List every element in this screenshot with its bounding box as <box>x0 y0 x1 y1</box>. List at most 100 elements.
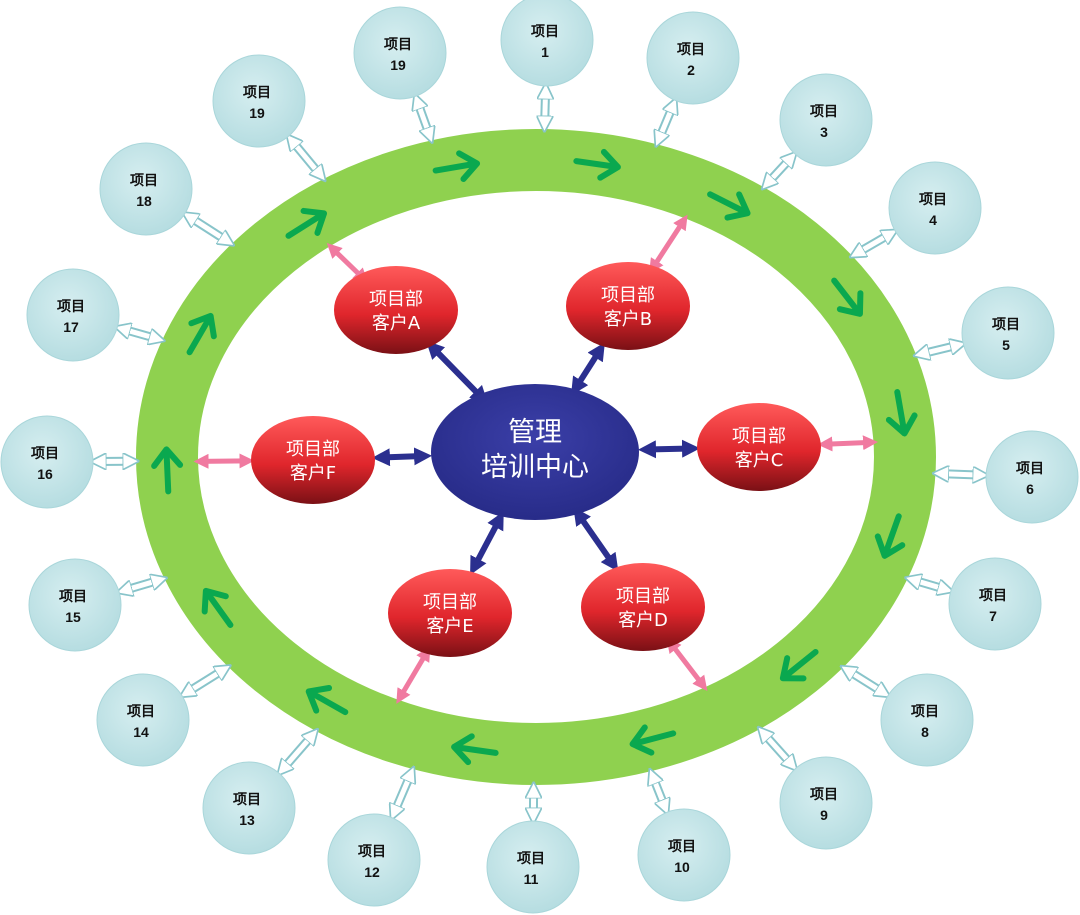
project-number: 7 <box>989 608 997 624</box>
project-number: 5 <box>1002 337 1010 353</box>
flow-arrow-icon <box>831 277 864 317</box>
project-node: 项目 10 <box>637 808 731 902</box>
center-title-line1: 管理 <box>508 417 562 448</box>
flow-arrow-icon <box>285 207 328 239</box>
project-label: 项目 <box>31 445 59 461</box>
project-node: 项目 11 <box>486 820 580 914</box>
project-number: 19 <box>390 57 406 73</box>
client-name-label: 客户E <box>426 616 473 637</box>
project-node: 项目3 <box>779 73 873 167</box>
client-dept-label: 项目部 <box>732 426 786 447</box>
project-node: 项目 12 <box>327 813 421 907</box>
project-node: 项目 19 <box>353 6 447 100</box>
client-center-arrow <box>371 447 433 467</box>
project-link-arrow <box>653 776 666 808</box>
project-link-arrow <box>847 670 884 693</box>
client-ring-arrow <box>326 243 369 284</box>
project-link-arrow <box>417 101 429 136</box>
flow-arrow-icon <box>779 648 819 682</box>
project-label: 项目 <box>668 838 696 854</box>
flow-arrow-icon <box>573 148 621 181</box>
project-link-arrow <box>763 733 792 765</box>
project-link-arrow <box>189 217 228 242</box>
project-number: 8 <box>921 724 929 740</box>
project-number: 12 <box>364 864 380 880</box>
project-label: 项目 <box>992 316 1020 332</box>
project-link-arrow <box>940 474 981 476</box>
client-center-arrow <box>570 342 605 396</box>
project-node: 项目 16 <box>0 415 94 509</box>
project-label: 项目 <box>911 703 939 719</box>
project-number: 3 <box>820 124 828 140</box>
project-number: 6 <box>1026 481 1034 497</box>
project-number: 18 <box>136 193 152 209</box>
center-title-line2: 培训中心 <box>481 452 589 483</box>
project-label: 项目 <box>57 298 85 314</box>
project-node: 项目 2 <box>646 11 740 105</box>
project-number: 19 <box>249 105 265 121</box>
project-label: 项目 <box>127 703 155 719</box>
project-number: 13 <box>239 812 255 828</box>
project-node: 项目 4 <box>888 161 982 255</box>
project-number: 9 <box>820 807 828 823</box>
project-number: 14 <box>133 724 149 740</box>
client-center-arrow <box>573 506 619 572</box>
project-number: 17 <box>63 319 79 335</box>
project-label: 项目 <box>358 843 386 859</box>
client-center-arrow <box>470 511 504 575</box>
project-node: 项目 13 <box>202 761 296 855</box>
project-label: 项目 <box>919 191 947 207</box>
project-link-arrow <box>921 345 958 354</box>
project-number: 10 <box>674 859 690 875</box>
project-node: 项目 1 <box>500 0 594 87</box>
flow-arrow-icon <box>874 513 906 559</box>
client-center-arrow <box>637 439 701 459</box>
project-label: 项目 <box>517 850 545 866</box>
project-number: 11 <box>524 871 539 887</box>
project-link-arrow <box>912 580 946 590</box>
flow-arrow-icon <box>885 389 918 437</box>
project-label: 项目 <box>677 41 705 57</box>
project-number: 1 <box>541 44 549 60</box>
project-label: 项目 <box>384 36 412 52</box>
project-number: 2 <box>687 62 695 78</box>
project-link-arrow <box>283 735 313 770</box>
project-link-arrow <box>856 234 890 254</box>
project-number: 4 <box>929 212 937 228</box>
client-ring-arrow <box>666 637 708 692</box>
client-name-label: 客户A <box>372 313 421 334</box>
center-node: 管理 培训中心 <box>431 384 639 520</box>
project-number: 16 <box>37 466 53 482</box>
client-ring-arrow <box>817 435 878 452</box>
client-dept-label: 项目部 <box>423 592 477 613</box>
client-center-arrow <box>426 340 489 405</box>
project-node: 项目 14 <box>96 673 190 767</box>
project-link-arrow <box>124 580 160 591</box>
project-label: 项目 <box>531 23 559 39</box>
flow-arrow-icon <box>186 312 217 356</box>
project-label: 项目 <box>233 791 261 807</box>
project-node: 项目 5 <box>961 286 1055 380</box>
client-name-label: 客户F <box>290 463 336 484</box>
project-link-arrow <box>122 329 157 339</box>
project-link-arrow <box>545 91 546 124</box>
client-dept-label: 项目部 <box>601 285 655 306</box>
flow-arrow-icon <box>151 446 184 495</box>
flow-arrow-icon <box>432 150 481 182</box>
project-node: 项目9 <box>779 756 873 850</box>
project-label: 项目 <box>59 588 87 604</box>
client-name-label: 客户C <box>735 450 784 471</box>
flow-arrow-icon <box>707 191 751 221</box>
project-link-arrow <box>186 669 224 693</box>
project-link-arrow <box>659 105 674 140</box>
client-name-label: 客户D <box>618 610 668 631</box>
